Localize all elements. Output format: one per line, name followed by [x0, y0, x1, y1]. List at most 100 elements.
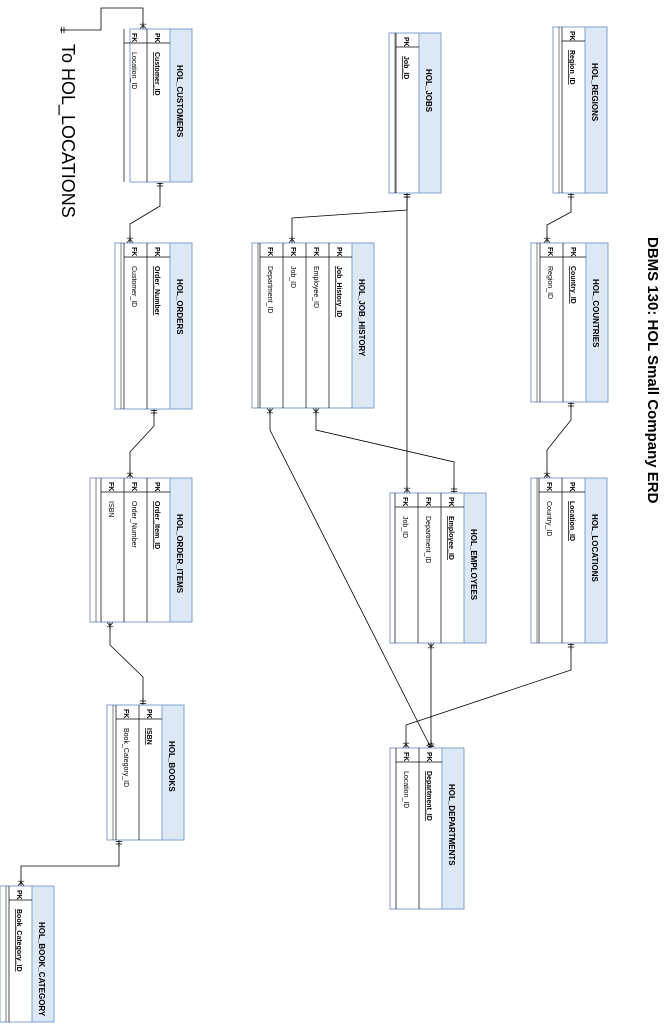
key-label: PK — [335, 247, 342, 257]
attribute-name: ISBN — [107, 501, 114, 517]
key-label: PK — [153, 33, 160, 43]
key-label: PK — [153, 247, 160, 257]
entity-header — [463, 492, 487, 644]
entity-header — [584, 477, 608, 644]
entity-name: HOL_JOBS — [424, 69, 433, 113]
key-label: FK — [546, 247, 553, 256]
rel-books-bookcategory — [17, 840, 123, 887]
entity-name: HOL_COUNTRIES — [591, 279, 600, 348]
entity-jobs[interactable]: PK Job_ID HOL_JOBS — [388, 32, 442, 194]
key-label: FK — [130, 247, 137, 256]
entity-name: HOL_BOOK_CATEGORY — [37, 922, 46, 1017]
key-label: FK — [424, 497, 431, 506]
entity-book-category[interactable]: PK Book_Category_ID HOL_BOOK_CATEGORY — [0, 885, 55, 1023]
attribute-name: Region_ID — [546, 266, 553, 299]
key-label: FK — [130, 482, 137, 491]
entity-header — [169, 242, 193, 410]
entity-job-history[interactable]: PK Job_History_ID FK Employee_ID FK Job_ID FK D… — [251, 242, 375, 409]
rel-locations-countries — [543, 402, 575, 479]
rel-countries-regions — [543, 193, 575, 244]
entity-books[interactable]: PK ISBN FK Book_Category_ID HOL_BOOKS — [106, 704, 185, 841]
rel-jobhistory-departments — [266, 407, 434, 749]
attribute-name: Employee_ID — [447, 516, 454, 560]
key-label: FK — [401, 497, 408, 506]
entities-layer: PK Customer_ID FK Location_ID HOL_CUSTOMERS P… — [0, 26, 609, 1023]
entity-name: HOL_ORDER_ITEMS — [175, 514, 184, 594]
entity-name: HOL_CUSTOMERS — [175, 65, 184, 138]
key-label: PK — [145, 709, 152, 719]
attribute-name: Job_ID — [289, 266, 296, 288]
attribute-name: Location_ID — [130, 52, 137, 89]
relationship-lines — [17, 7, 575, 887]
attribute-name: Location_ID — [402, 771, 409, 808]
entity-name: HOL_BOOKS — [167, 741, 176, 792]
attribute-name: Department_ID — [425, 771, 432, 821]
entity-header — [169, 28, 193, 183]
to-locations-note: To HOL_LOCATIONS — [57, 44, 78, 218]
entity-name: HOL_ORDERS — [175, 279, 184, 335]
key-label: FK — [130, 33, 137, 42]
key-label: PK — [447, 497, 454, 507]
entity-header — [169, 477, 193, 623]
key-label: PK — [402, 37, 409, 47]
entity-countries[interactable]: PK Country_ID FK Region_ID HOL_COUNTRIES — [530, 242, 609, 403]
entity-header — [584, 26, 608, 194]
key-label: FK — [312, 247, 319, 256]
entity-header — [351, 242, 375, 409]
attribute-name: Country_ID — [569, 266, 576, 304]
entity-name: HOL_EMPLOYEES — [469, 529, 478, 601]
entity-regions[interactable]: PK Region_ID HOL_REGIONS — [552, 26, 608, 194]
attribute-name: Book_Category_ID — [122, 728, 129, 787]
key-label: FK — [545, 482, 552, 491]
attribute-name: Job_ID — [401, 516, 408, 538]
entity-orders[interactable]: PK Order_Number FK Customer_ID HOL_ORDERS — [114, 242, 193, 410]
rel-orderitems-orders — [126, 409, 158, 479]
key-label: FK — [266, 247, 273, 256]
key-label: PK — [15, 890, 22, 900]
attribute-name: Department_ID — [424, 516, 431, 563]
attribute-name: Book_Category_ID — [15, 909, 22, 972]
attribute-name: Country_ID — [545, 501, 552, 536]
attribute-name: Order_Item_ID — [153, 501, 160, 549]
entity-name: HOL_JOB_HISTORY — [357, 279, 366, 357]
entity-name: HOL_LOCATIONS — [590, 514, 599, 583]
rel-orders-customers — [126, 182, 164, 244]
key-label: PK — [425, 752, 432, 762]
attribute-name: ISBN — [145, 728, 152, 745]
attribute-name: Department_ID — [266, 266, 273, 313]
attribute-name: Employee_ID — [312, 266, 319, 308]
entity-header — [418, 32, 442, 194]
key-label: FK — [122, 709, 129, 718]
entity-name: HOL_REGIONS — [590, 63, 599, 122]
entity-locations[interactable]: PK Location_ID FK Country_ID HOL_LOCATIONS — [530, 477, 608, 644]
rel-jobhistory-employees — [312, 407, 458, 493]
attribute-name: Job_History_ID — [335, 266, 342, 317]
entity-order-items[interactable]: PK Order_Item_ID FK Order_Number FK ISBN HOL_O… — [89, 477, 193, 623]
rel-orderitems-books — [106, 621, 147, 705]
entity-header — [31, 885, 55, 1023]
entity-departments[interactable]: PK Department_ID FK Location_ID HOL_DEPARTME… — [389, 747, 465, 910]
entity-header — [161, 704, 185, 841]
attribute-name: Region_ID — [568, 50, 575, 85]
entity-employees[interactable]: PK Employee_ID FK Department_ID FK Job_ID HOL_… — [389, 492, 487, 644]
rel-jobhistory-jobs — [288, 193, 411, 244]
attribute-name: Location_ID — [568, 501, 575, 541]
rel-customers-locations — [60, 7, 147, 34]
key-label: PK — [568, 482, 575, 492]
key-label: FK — [107, 482, 114, 491]
key-label: PK — [153, 482, 160, 492]
key-label: PK — [569, 247, 576, 257]
attribute-name: Order_Number — [153, 266, 160, 316]
attribute-name: Job_ID — [402, 56, 409, 79]
key-label: FK — [289, 247, 296, 256]
entity-name: HOL_DEPARTMENTS — [447, 784, 456, 866]
key-label: PK — [568, 31, 575, 41]
rel-departments-locations — [402, 643, 575, 749]
attribute-name: Customer_ID — [130, 266, 137, 307]
key-label: FK — [402, 752, 409, 761]
attribute-name: Order_Number — [130, 501, 137, 548]
entity-header — [441, 747, 465, 910]
entity-header — [585, 242, 609, 403]
